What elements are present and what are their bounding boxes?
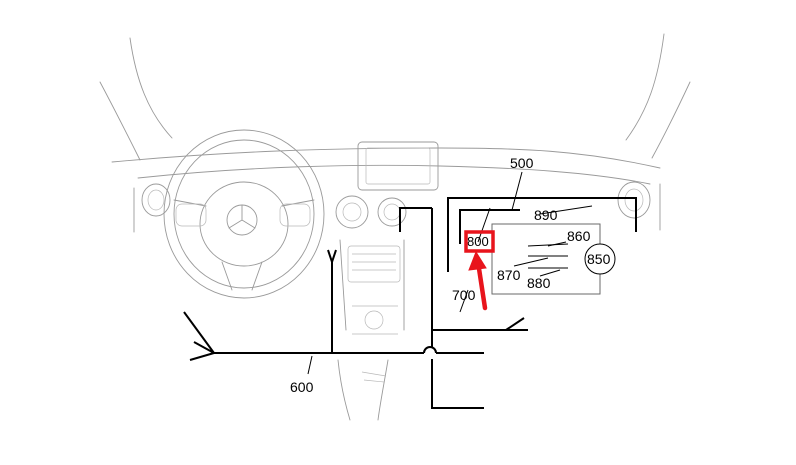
ref-600: 600 [290, 379, 314, 395]
component-850 [584, 243, 616, 275]
ref-890: 890 [534, 207, 558, 223]
display-screen [357, 141, 439, 191]
center-air-vent-left [335, 195, 369, 229]
center-air-vent-right [377, 197, 407, 227]
module-800 [491, 223, 616, 295]
highlight-annotation [464, 230, 495, 311]
ref-860: 860 [567, 228, 591, 244]
wire-crossover [423, 346, 437, 354]
right-air-vent [617, 181, 651, 219]
highlight-arrow-shaft [475, 259, 488, 311]
ref-850: 850 [587, 251, 611, 267]
ref-800: 800 [467, 234, 489, 249]
module-800-box [491, 223, 601, 295]
leader-lines [307, 171, 593, 375]
left-air-vent [141, 183, 171, 217]
dashboard-sketch [99, 33, 691, 421]
ref-870: 870 [497, 267, 521, 283]
wiring [183, 197, 637, 409]
console-controls [347, 245, 401, 283]
highlight-box [464, 230, 495, 253]
ref-700: 700 [452, 287, 476, 303]
reference-numerals: 500 890 860 850 870 880 700 600 800 [290, 155, 611, 395]
ref-880: 880 [527, 275, 551, 291]
module-800-internal-lines [527, 243, 569, 269]
highlight-arrow-head [468, 250, 487, 271]
steering-wheel [163, 129, 325, 299]
bus-arrow-600 [183, 311, 215, 361]
ref-500: 500 [510, 155, 534, 171]
